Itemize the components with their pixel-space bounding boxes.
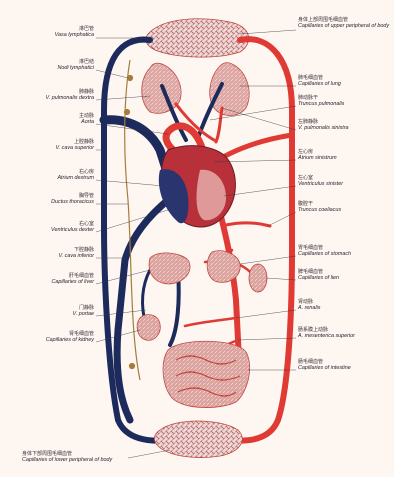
liver-capillaries bbox=[149, 253, 190, 284]
spleen-capillaries bbox=[249, 264, 267, 292]
heart bbox=[159, 146, 236, 227]
intestine-capillaries bbox=[163, 341, 250, 407]
stomach-capillaries bbox=[207, 251, 240, 283]
upper-body-capillaries bbox=[146, 19, 249, 57]
kidney-capillaries bbox=[137, 315, 160, 341]
lower-body-capillaries bbox=[154, 421, 242, 458]
lung-capillaries bbox=[142, 63, 249, 116]
